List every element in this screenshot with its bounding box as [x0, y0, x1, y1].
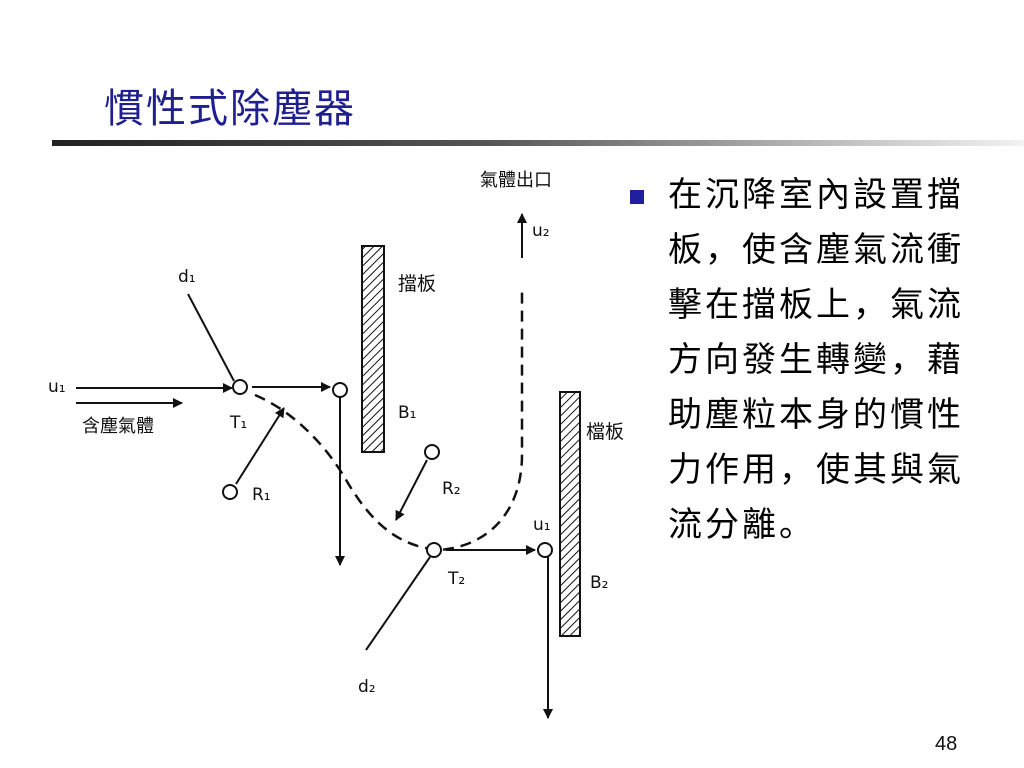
label-u2: u₂ — [532, 221, 550, 241]
label-b2: B₂ — [590, 573, 608, 593]
label-t2: T₂ — [447, 569, 465, 589]
baffle-b1 — [361, 245, 385, 453]
r1-arrow — [235, 407, 285, 485]
slide-title: 慣性式除塵器 — [104, 86, 356, 132]
point-r2 — [424, 444, 440, 460]
label-dusty-gas: 含塵氣體 — [82, 416, 154, 437]
label-r1: R₁ — [252, 485, 271, 505]
label-b1: B₁ — [398, 403, 416, 423]
label-r2: R₂ — [442, 479, 461, 499]
label-t1: T₁ — [229, 413, 247, 433]
label-baffle-top: 擋板 — [398, 273, 436, 295]
title-divider — [52, 140, 1024, 146]
point-t2-right — [537, 542, 553, 558]
point-t1 — [232, 379, 248, 395]
point-t2 — [426, 542, 442, 558]
d1-leader — [187, 293, 235, 382]
point-r1 — [222, 484, 238, 500]
gas-flow-path — [254, 290, 524, 552]
square-bullet-icon — [630, 190, 644, 204]
label-d1: d₁ — [178, 267, 196, 287]
page-number: 48 — [935, 733, 958, 755]
label-u1-inlet: u₁ — [48, 377, 66, 397]
d2-leader — [365, 556, 431, 651]
inertial-separator-diagram: 氣體出口 u₂ 擋板 d₁ u₁ 含塵氣體 T₁ B₁ 檔板 R₂ R₁ u₁ … — [48, 170, 624, 719]
label-d2: d₂ — [358, 677, 376, 697]
point-t1-right — [332, 382, 348, 398]
r2-arrow — [395, 459, 428, 521]
label-gas-outlet: 氣體出口 — [480, 170, 552, 191]
label-baffle-right: 檔板 — [586, 421, 624, 443]
bullet-text: 在沉降室內設置擋板，使含塵氣流衝擊在擋板上，氣流方向發生轉變，藉助塵粒本身的慣性… — [668, 175, 964, 545]
baffle-b2 — [559, 391, 581, 637]
label-u1-right: u₁ — [533, 515, 551, 535]
